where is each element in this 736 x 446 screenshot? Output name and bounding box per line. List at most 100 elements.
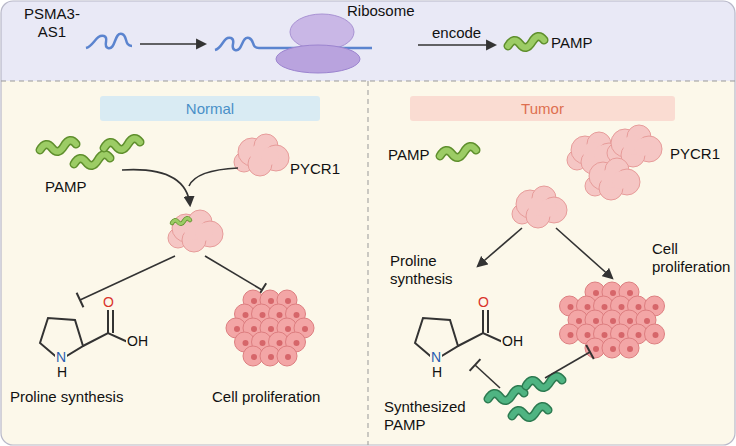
pamp-peptide <box>74 154 110 165</box>
inhibition-bar <box>470 359 481 371</box>
cell-nucleus <box>593 346 599 352</box>
pycr1-protein <box>234 134 289 176</box>
cell-nucleus <box>644 318 650 324</box>
atom-label: OH <box>501 334 524 348</box>
cell-nucleus <box>568 332 574 338</box>
cell-nucleus <box>260 340 266 346</box>
process-label: Cell proliferation <box>652 240 732 276</box>
protein-name: PYCR1 <box>670 145 720 163</box>
cell-nucleus <box>602 304 608 310</box>
inhibition <box>80 256 175 300</box>
pamp-peptide <box>440 146 476 157</box>
atom-label: N <box>430 350 442 364</box>
inhibition-bar <box>77 293 84 307</box>
atom-label: H <box>431 365 443 379</box>
header-text: Tumor <box>521 100 564 118</box>
cell-nucleus <box>251 326 257 332</box>
cell-nucleus <box>610 318 616 324</box>
cell-nucleus <box>294 340 300 346</box>
organelle-name: Ribosome <box>347 2 415 20</box>
divider <box>368 81 369 445</box>
cell-nucleus <box>243 340 249 346</box>
cell-nucleus <box>593 318 599 324</box>
cell <box>619 338 639 358</box>
peptide-name: PAMP <box>388 146 429 164</box>
cell-nucleus <box>285 326 291 332</box>
arrow <box>122 170 190 205</box>
pycr1-complex <box>168 210 223 252</box>
arrow <box>140 43 205 45</box>
cell-nucleus <box>610 290 616 296</box>
ribosome-small <box>276 45 360 73</box>
rna-icon <box>86 34 132 48</box>
atom-label: O <box>102 295 115 309</box>
cell-nucleus <box>234 326 240 332</box>
cell-nucleus <box>268 354 274 360</box>
condition-header: Tumor <box>410 96 675 121</box>
atom-label: N <box>55 350 67 364</box>
cell-nucleus <box>627 290 633 296</box>
peptide-name: PAMP <box>551 34 592 52</box>
cell-nucleus <box>627 346 633 352</box>
proline-structure <box>40 310 130 360</box>
atom-label: OH <box>126 334 149 348</box>
pamp-peptide <box>104 138 140 149</box>
cell-cluster <box>560 282 665 358</box>
peptide-name: PAMP <box>45 178 86 196</box>
process-label: Synthesized PAMP <box>384 398 476 434</box>
inhibition <box>545 352 590 378</box>
pamp-bound <box>172 218 190 224</box>
synthesized-pamp <box>526 376 562 387</box>
cell-nucleus <box>268 326 274 332</box>
proline-structure <box>415 310 505 360</box>
cell-nucleus <box>653 304 659 310</box>
cell <box>645 324 665 344</box>
cell-nucleus <box>285 354 291 360</box>
cell-nucleus <box>593 290 599 296</box>
protein-name: PYCR1 <box>290 160 340 178</box>
arrow <box>556 228 612 278</box>
header-text: Normal <box>186 100 234 118</box>
cell-nucleus <box>627 318 633 324</box>
process-label: Proline synthesis <box>390 252 470 288</box>
cell-nucleus <box>585 304 591 310</box>
atom-label: O <box>477 295 490 309</box>
inhibition <box>475 365 500 388</box>
cell-nucleus <box>653 332 659 338</box>
cell-nucleus <box>251 298 257 304</box>
cell-nucleus <box>243 312 249 318</box>
process-label: encode <box>432 24 481 42</box>
pamp-peptide <box>508 36 544 47</box>
inhibition-bar <box>586 345 594 359</box>
arrow <box>478 228 522 266</box>
cell-nucleus <box>268 298 274 304</box>
gene-name: PSMA3- AS1 <box>18 5 86 41</box>
cell-nucleus <box>294 312 300 318</box>
cell-nucleus <box>619 304 625 310</box>
process-label: Proline synthesis <box>10 388 123 406</box>
cell-nucleus <box>585 332 591 338</box>
atom-label: H <box>56 365 68 379</box>
pycr1-protein <box>585 158 640 200</box>
synthesized-pamp <box>512 406 548 417</box>
top-band <box>1 1 735 81</box>
inhibition <box>205 256 262 290</box>
arrow <box>189 168 238 186</box>
cell-nucleus <box>576 318 582 324</box>
cell-nucleus <box>636 332 642 338</box>
synthesized-pamp <box>488 389 524 400</box>
cell-cluster <box>226 290 314 366</box>
cell-nucleus <box>251 354 257 360</box>
cell-nucleus <box>636 304 642 310</box>
condition-header: Normal <box>100 96 320 121</box>
cell-nucleus <box>277 312 283 318</box>
cell <box>277 346 297 366</box>
pamp-peptide <box>40 140 76 151</box>
cell-nucleus <box>260 312 266 318</box>
process-label: Cell proliferation <box>212 388 320 406</box>
cell-nucleus <box>277 340 283 346</box>
